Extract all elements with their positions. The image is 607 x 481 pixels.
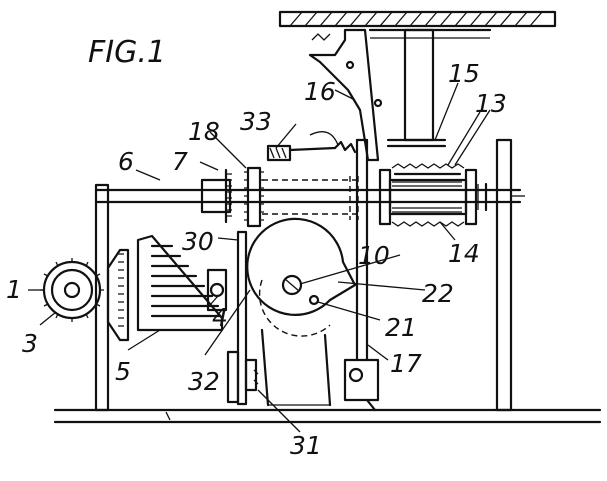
shaft-barrel-hidden	[262, 176, 359, 220]
label-4: 4	[212, 303, 228, 332]
leader-lines	[28, 82, 491, 433]
bevel-gear	[106, 248, 130, 342]
end-gear-1-3	[40, 258, 104, 322]
main-shaft	[94, 188, 525, 204]
label-22: 22	[422, 279, 454, 308]
cam-disc-10	[246, 217, 357, 337]
cam-support	[260, 328, 332, 407]
pawl-33	[266, 131, 357, 162]
lever-16	[308, 28, 383, 162]
shaft-collar	[200, 168, 232, 224]
label-6: 6	[118, 147, 134, 176]
plate-30	[226, 230, 259, 406]
vertical-rod-15	[368, 28, 492, 148]
top-plate	[278, 10, 557, 28]
label-15: 15	[448, 59, 480, 88]
label-33: 33	[240, 107, 272, 136]
label-30: 30	[182, 227, 214, 256]
left-frame	[94, 183, 110, 412]
label-18: 18	[188, 117, 220, 146]
label-10: 10	[358, 241, 390, 270]
label-21: 21	[385, 313, 417, 342]
label-1: 1	[6, 275, 22, 304]
wedge-gear-5	[136, 234, 228, 332]
base-plate	[53, 408, 602, 424]
label-5: 5	[115, 357, 131, 386]
label-3: 3	[22, 329, 38, 358]
label-16: 16	[304, 77, 336, 106]
label-13: 13	[475, 89, 507, 118]
clutch-assembly	[378, 163, 488, 227]
label-17: 17	[390, 349, 422, 378]
center-upright-17	[343, 138, 380, 412]
right-frame	[495, 138, 513, 412]
label-14: 14	[448, 239, 480, 268]
gear-18	[244, 166, 264, 228]
label-7: 7	[172, 147, 188, 176]
label-32: 32	[188, 367, 220, 396]
figure-title: FIG.1	[88, 35, 166, 70]
label-31: 31	[290, 431, 322, 460]
